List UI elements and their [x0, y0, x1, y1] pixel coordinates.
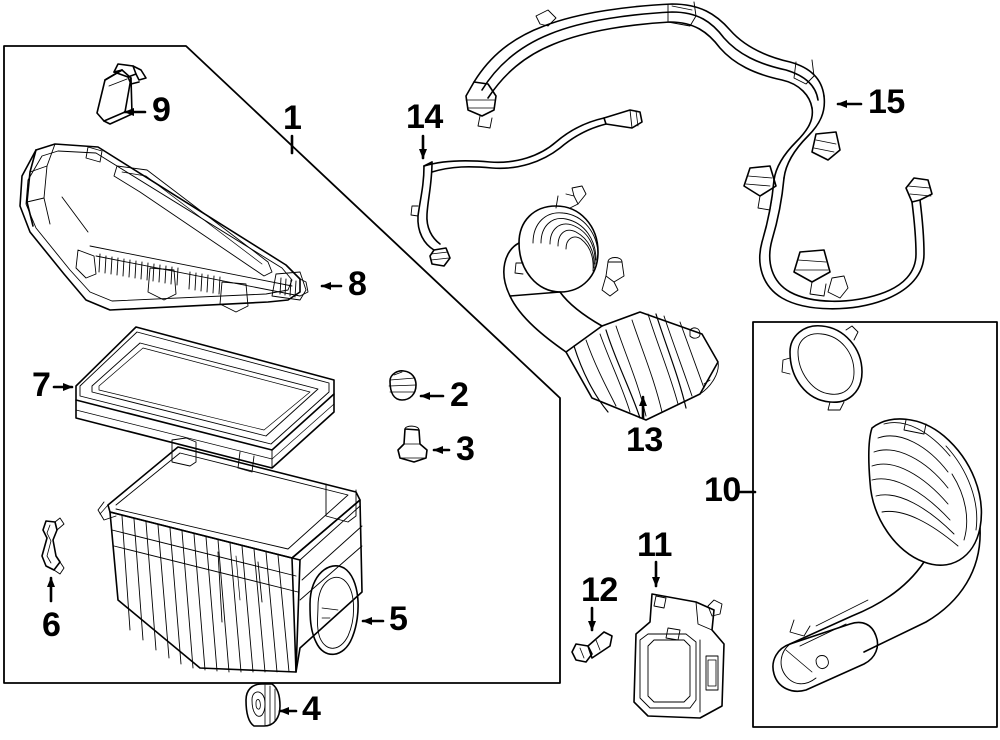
vapor-purge-hose-art [410, 109, 643, 267]
mounting-bolt-art [571, 631, 613, 663]
isolator-grommet-art [245, 683, 281, 727]
callout-13[interactable]: 13 [626, 421, 663, 459]
insulator-mount-art [397, 425, 428, 463]
grommet-art [388, 370, 417, 401]
callout-15[interactable]: 15 [868, 83, 905, 121]
callout-7[interactable]: 7 [32, 366, 51, 404]
callout-leaders [47, 100, 863, 715]
callout-8[interactable]: 8 [348, 265, 367, 303]
callout-6[interactable]: 6 [42, 606, 61, 644]
air-filter-element-art [75, 326, 335, 473]
callout-12[interactable]: 12 [581, 571, 618, 609]
air-inlet-resonator-art [633, 593, 725, 719]
callout-9[interactable]: 9 [152, 91, 171, 129]
duct-assembly-box-outline [752, 321, 998, 728]
callout-2[interactable]: 2 [450, 376, 469, 414]
callout-1[interactable]: 1 [283, 99, 302, 137]
main-assembly-box-outline [3, 45, 561, 684]
callout-4[interactable]: 4 [302, 690, 321, 728]
mass-air-flow-sensor-art [96, 63, 147, 125]
air-inlet-duct-assembly-art [772, 325, 983, 692]
retainer-clip-art [41, 517, 65, 575]
callout-3[interactable]: 3 [456, 430, 475, 468]
air-cleaner-housing-art [97, 437, 363, 673]
callout-11[interactable]: 11 [637, 526, 672, 564]
fuel-line-harness-art [465, 1, 933, 310]
air-cleaner-cover-art [19, 143, 309, 313]
air-intake-hose-art [503, 185, 719, 421]
callout-5[interactable]: 5 [389, 600, 408, 638]
callout-14[interactable]: 14 [406, 98, 443, 136]
callout-10[interactable]: 10 [704, 471, 741, 509]
